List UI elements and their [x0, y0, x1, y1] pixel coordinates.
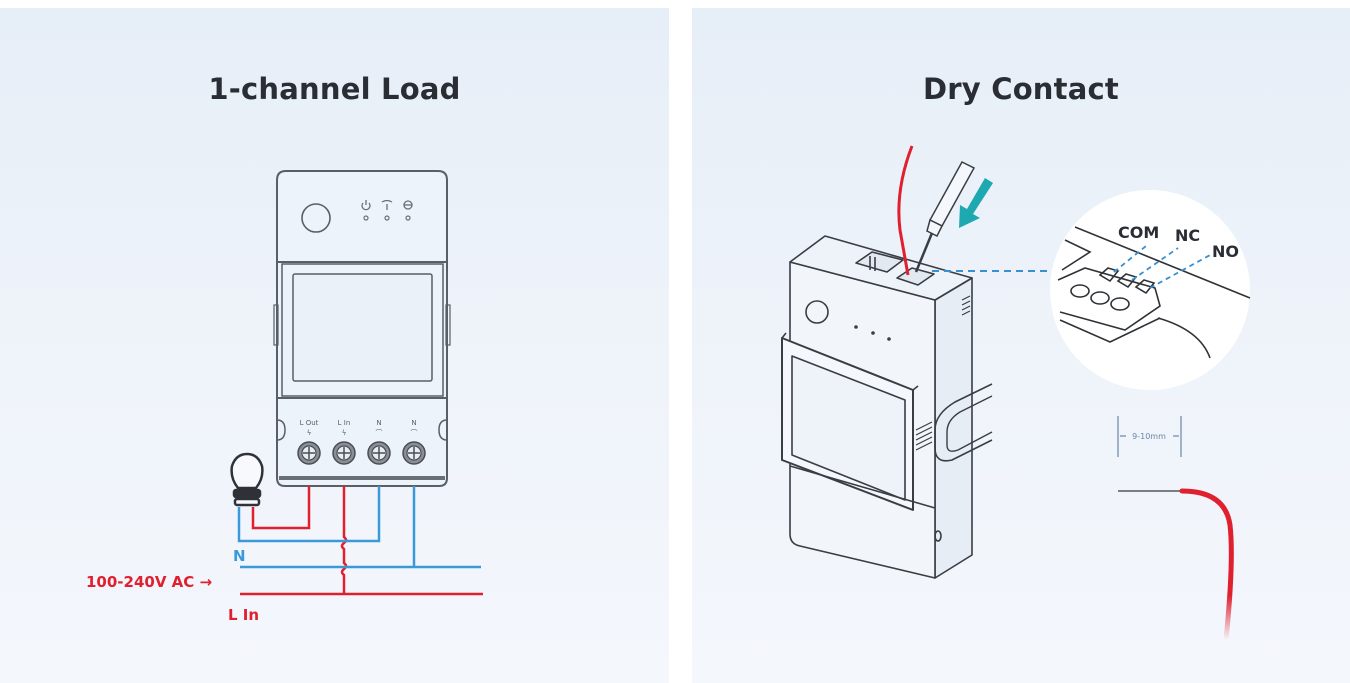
terminal-screw [402, 441, 426, 465]
terminal-symbol: ϟ [307, 429, 312, 437]
status-leds [854, 325, 891, 341]
strip-length-label: 9-10mm [1132, 432, 1166, 441]
terminal-label-l-out: L Out [300, 419, 319, 427]
sensor-icon [403, 200, 413, 210]
com-label: COM [1118, 223, 1159, 242]
live-in-label: L In [228, 606, 259, 624]
terminal-symbol: ϟ [342, 429, 347, 437]
panel-title: 1-channel Load [208, 72, 461, 106]
panel-title: Dry Contact [923, 72, 1119, 106]
terminal-label-l-in: L In [338, 419, 351, 427]
terminal-symbol: ⌒ [411, 429, 418, 437]
light-bulb-icon [230, 452, 264, 507]
insulated-wire [1179, 488, 1234, 643]
neutral-label: N [233, 547, 246, 565]
nc-label: NC [1175, 226, 1200, 245]
wifi-icon [381, 199, 393, 210]
terminal-label-n2: N [411, 419, 416, 427]
strip-length-dimension [1117, 416, 1182, 457]
push-arrow-icon [959, 178, 993, 228]
pairing-button [301, 203, 331, 233]
no-label: NO [1212, 242, 1239, 261]
red-wire [897, 145, 914, 276]
terminal-magnifier [1050, 190, 1251, 390]
screwdriver-icon [914, 161, 976, 273]
power-icon [361, 200, 371, 211]
device-front-view [273, 170, 451, 487]
supply-voltage-label: 100-240V AC → [86, 573, 212, 591]
terminal-symbol: ⌒ [376, 429, 383, 437]
terminal-label-n1: N [376, 419, 381, 427]
wiring [237, 486, 483, 596]
neutral-to-bulb-wire [237, 486, 381, 543]
terminal-screw [297, 441, 321, 465]
l-out-to-bulb-wire [251, 486, 311, 530]
terminal-screws [297, 441, 426, 465]
pairing-button [805, 300, 829, 324]
terminal-screw [367, 441, 391, 465]
terminal-screw [332, 441, 356, 465]
status-leds [363, 215, 411, 221]
device-isometric-view [781, 235, 993, 579]
